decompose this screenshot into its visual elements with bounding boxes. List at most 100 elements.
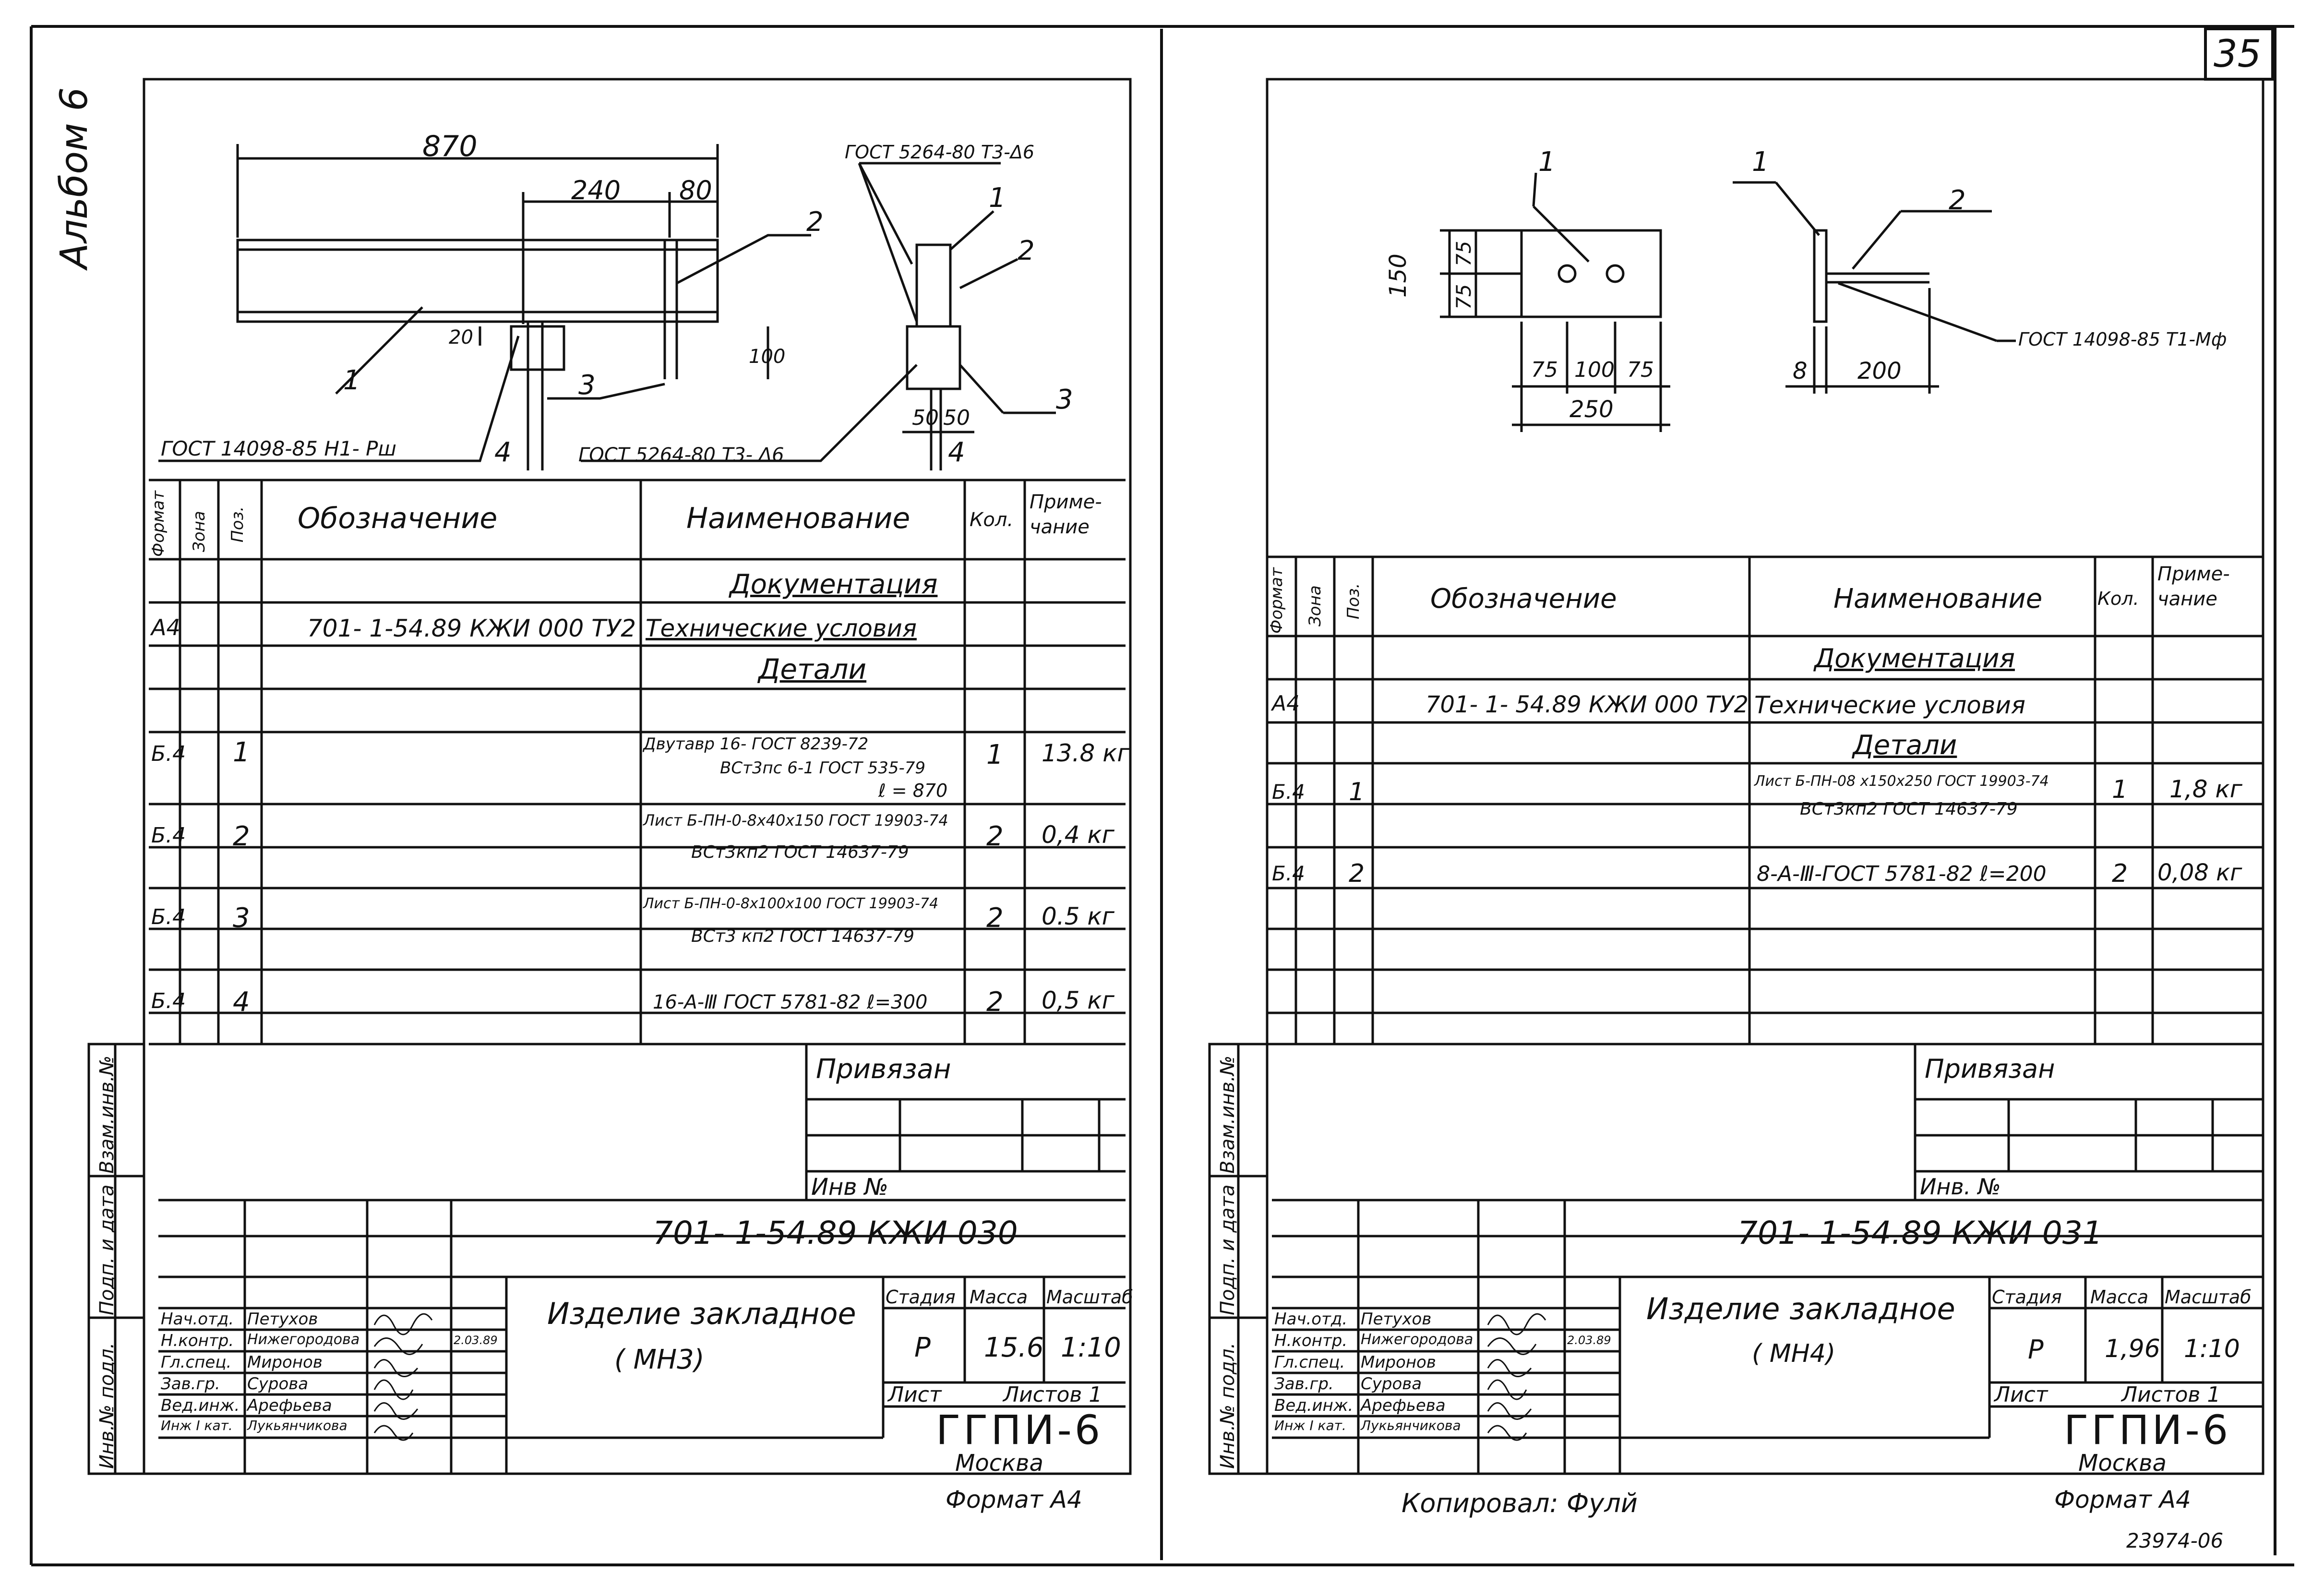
title-line-2: ( МН3) [614, 1344, 705, 1375]
row-format: Б.4 [151, 905, 186, 929]
staff-role: Инж I кат. [1274, 1418, 1346, 1433]
dim-50b: 50 [943, 406, 970, 430]
staff-name: Миронов [247, 1353, 323, 1372]
staff-role: Гл.спец. [1274, 1353, 1345, 1372]
staff-role: Нач.отд. [1274, 1310, 1348, 1329]
format-label: Формат А4 [2054, 1486, 2191, 1514]
callout-3: 3 [578, 370, 596, 401]
page-number: 35 [2214, 33, 2262, 76]
row-pos: 4 [233, 986, 250, 1018]
sheets-label: Листов 1 [2121, 1383, 2221, 1407]
stage-label: Стадия [886, 1286, 956, 1308]
row-pos: 1 [1349, 778, 1365, 806]
section-parts: Детали [758, 653, 867, 685]
organization: ГГПИ-6 [936, 1407, 1103, 1454]
doc-format: А4 [151, 614, 180, 640]
margin-label-sign: Подп. и дата [96, 1184, 118, 1315]
header-note: Приме-чание [2157, 563, 2230, 610]
row-qty: 1 [986, 739, 1004, 770]
row-name-1: Двутавр 16- ГОСТ 8239-72 [643, 734, 869, 754]
gost-weld-top: ГОСТ 5264-80 Т3-Δ6 [845, 142, 1035, 163]
row-name-2: ВСт3кп2 ГОСТ 14637-79 [691, 842, 909, 862]
row-format: Б.4 [151, 742, 186, 766]
dim-20: 20 [449, 326, 473, 349]
row-note: 1,8 кг [2169, 775, 2242, 803]
header-pos: Поз. [1344, 583, 1363, 619]
scale-value: 1:10 [1061, 1332, 1121, 1363]
scale-value: 1:10 [2184, 1335, 2240, 1363]
dim-150: 150 [1385, 253, 1412, 298]
organization: ГГПИ-6 [2064, 1407, 2231, 1454]
doc-name: Технические условия [1754, 691, 2025, 719]
album-label: Альбом 6 [53, 87, 96, 269]
staff-name: Лукьянчикова [1361, 1418, 1461, 1433]
section-docs: Документация [730, 569, 938, 600]
staff-role: Нач.отд. [161, 1310, 234, 1329]
staff-role: Инж I кат. [161, 1418, 233, 1433]
staff-role: Н.контр. [161, 1331, 234, 1350]
dim-240: 240 [571, 175, 621, 205]
row-name-3: ℓ = 870 [878, 780, 948, 801]
inv-no-label: Инв. № [1920, 1174, 2001, 1200]
mass-label: Масса [2090, 1286, 2149, 1308]
stage-value: Р [914, 1332, 931, 1363]
row-format: Б.4 [151, 989, 186, 1013]
staff-name: Петухов [1361, 1310, 1432, 1329]
gost-weld: ГОСТ 14098-85 Т1-Мф [2018, 329, 2227, 350]
dim-250: 250 [1569, 396, 1614, 423]
staff-role: Зав.гр. [1274, 1374, 1334, 1394]
callout-1: 1 [1538, 146, 1556, 178]
staff-name: Арефьева [247, 1396, 332, 1415]
document-code: 701- 1-54.89 КЖИ 030 [653, 1214, 1018, 1251]
margin-label-inv: Инв.№ подл. [96, 1342, 118, 1469]
header-format: Формат [149, 491, 168, 557]
stage-label: Стадия [1992, 1286, 2062, 1308]
staff-role: Зав.гр. [161, 1374, 220, 1394]
left-frame [87, 78, 1132, 1475]
dim-75-right: 75 [1627, 358, 1654, 382]
row-format: Б.4 [1272, 862, 1305, 885]
right-plate-drawing [1440, 172, 2016, 432]
scale-label: Масштаб [1046, 1286, 1133, 1308]
staff-name: Сурова [247, 1374, 309, 1394]
stage-value: Р [2028, 1335, 2044, 1365]
callout-2: 2 [1949, 185, 1966, 216]
mass-label: Масса [970, 1286, 1028, 1308]
row-qty: 2 [2112, 859, 2128, 888]
row-note: 0,5 кг [1042, 986, 1114, 1014]
header-zone: Зона [190, 511, 209, 552]
dim-75-top: 75 [1452, 240, 1475, 266]
dim-870: 870 [422, 130, 478, 163]
row-note: 0,08 кг [2157, 859, 2242, 886]
row-name-1: Лист Б-ПН-0-8х40х150 ГОСТ 19903-74 [643, 811, 948, 830]
margin-label-replace: Взам.инв.№ [1217, 1055, 1239, 1174]
sheets-label: Листов 1 [1003, 1383, 1102, 1407]
doc-designation: 701- 1- 54.89 КЖИ 000 ТУ2 [1426, 691, 1749, 718]
row-name-2: ВСт3пс 6-1 ГОСТ 535-79 [720, 758, 926, 778]
section-callout-3: 3 [1056, 384, 1073, 415]
title-line-1: Изделие закладное [547, 1296, 856, 1331]
header-designation: Обозначение [1430, 583, 1617, 614]
staff-role: Гл.спец. [161, 1353, 232, 1372]
city: Москва [2078, 1450, 2167, 1477]
callout-1: 1 [343, 365, 360, 396]
privyazan-label: Привязан [1925, 1054, 2055, 1084]
row-pos: 2 [233, 821, 250, 852]
sheet-label: Лист [888, 1383, 942, 1407]
staff-name: Нижегородова [1361, 1331, 1473, 1348]
staff-name: Миронов [1361, 1353, 1436, 1372]
callout-2: 2 [806, 206, 824, 238]
dim-8: 8 [1793, 358, 1808, 385]
mass-value: 1,96 [2105, 1335, 2160, 1363]
section-docs: Документация [1814, 643, 2015, 673]
header-qty: Кол. [2097, 588, 2139, 609]
doc-designation: 701- 1-54.89 КЖИ 000 ТУ2 [307, 614, 636, 642]
header-format: Формат [1267, 567, 1286, 634]
staff-date: 2.03.89 [1567, 1334, 1611, 1347]
callout-1-side: 1 [1752, 146, 1769, 178]
row-qty: 2 [986, 821, 1004, 852]
city: Москва [955, 1450, 1043, 1477]
row-pos: 2 [1349, 859, 1365, 888]
margin-label-inv: Инв.№ подл. [1217, 1342, 1239, 1469]
